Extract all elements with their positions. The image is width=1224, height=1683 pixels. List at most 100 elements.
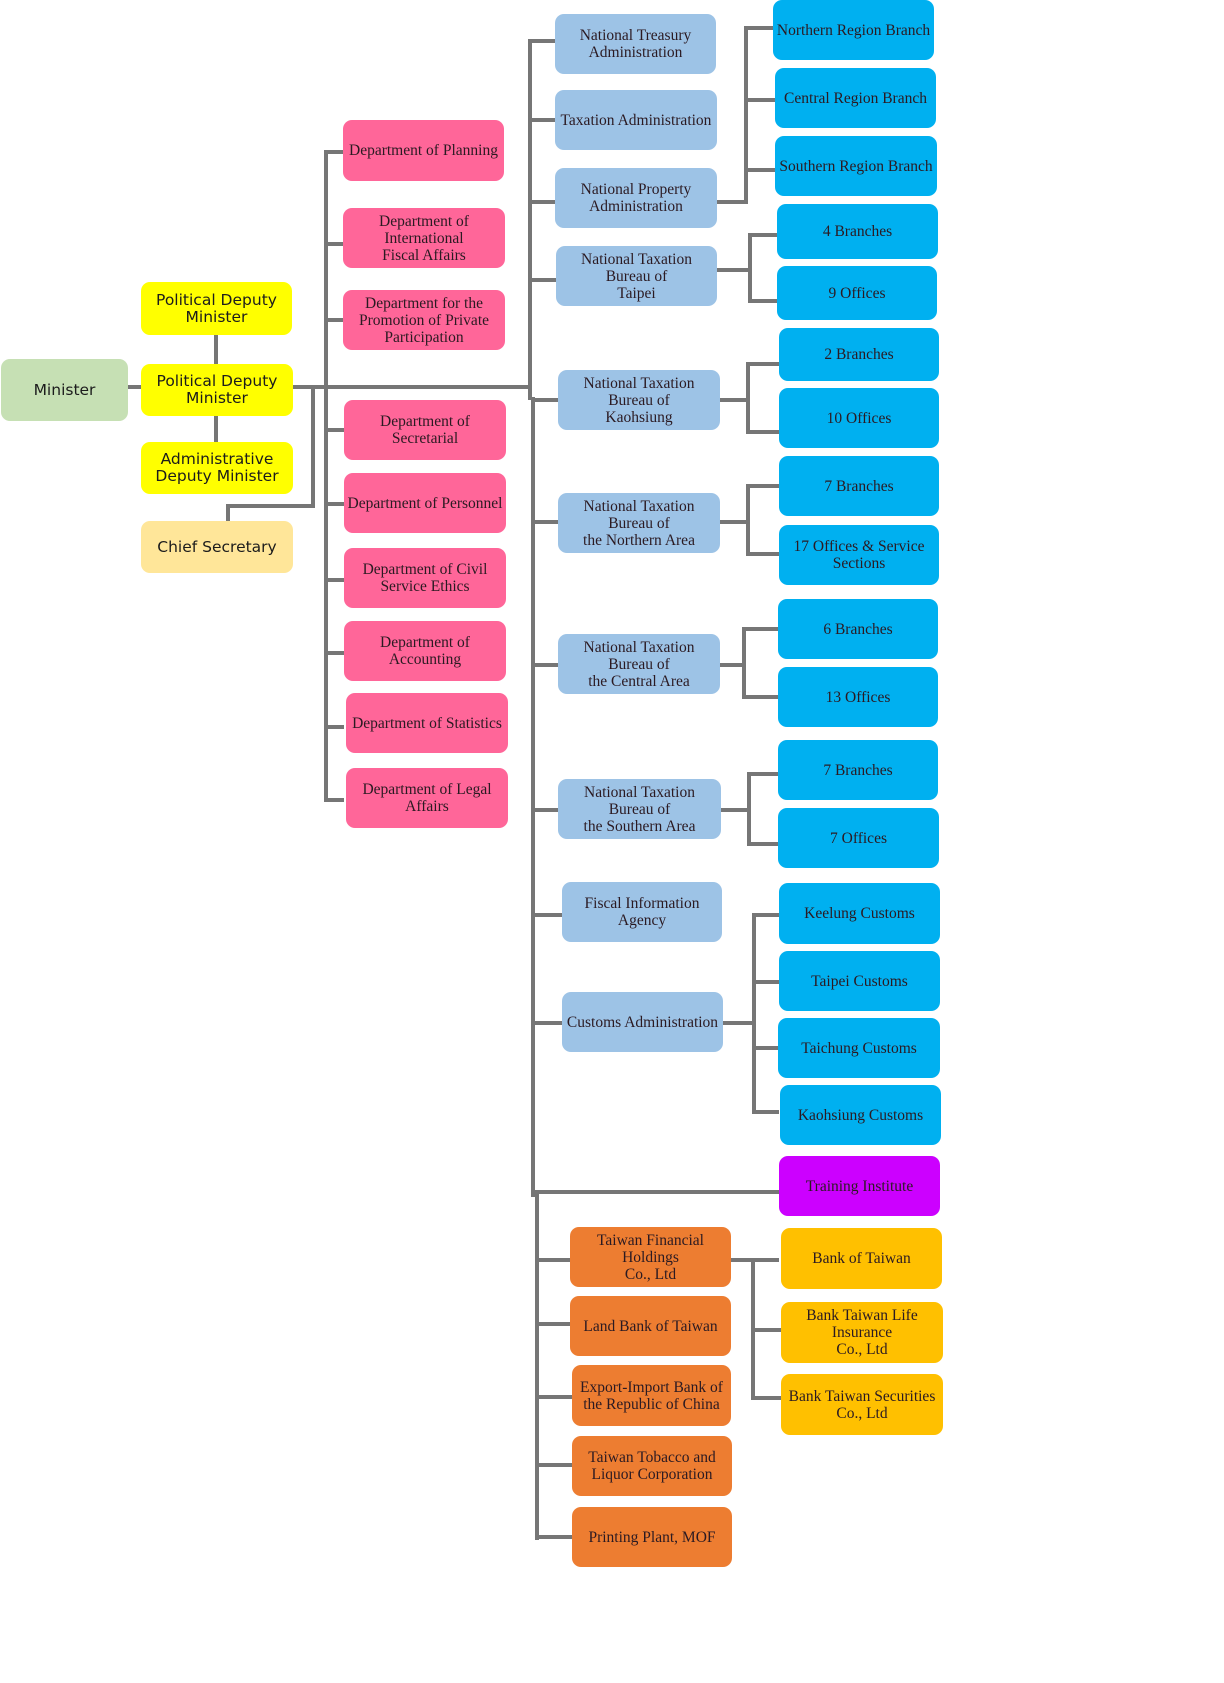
connector [324, 502, 344, 506]
connector [744, 26, 774, 30]
connector [751, 1328, 781, 1332]
department-label: Department of Accounting [380, 634, 470, 668]
agency-box: National Property Administration [555, 168, 717, 228]
connector [531, 520, 559, 524]
connector [721, 808, 751, 812]
chief-secretary-box: Chief Secretary [141, 521, 293, 573]
connector [717, 268, 750, 272]
connector [731, 1258, 779, 1262]
training-institute-label: Training Institute [805, 1177, 914, 1195]
connector [746, 484, 750, 556]
connector [747, 772, 778, 776]
subsidiary-box: Bank Taiwan Life Insurance Co., Ltd [781, 1302, 943, 1363]
department-box: Department for the Promotion of Private … [343, 290, 505, 350]
connector [528, 385, 532, 400]
connector [531, 397, 535, 1197]
subsidiary-box: Bank Taiwan Securities Co., Ltd [781, 1374, 943, 1435]
department-box: Department of Personnel [344, 473, 506, 533]
sub-unit-label: 7 Branches [823, 761, 893, 779]
connector [311, 385, 315, 507]
connector [535, 1463, 573, 1467]
sub-unit-label: 9 Offices [828, 284, 886, 302]
agency-box: Taxation Administration [555, 90, 717, 150]
connector [744, 98, 776, 102]
sub-unit-label: 7 Offices [830, 829, 887, 847]
connector [744, 26, 748, 204]
department-label: Department of Legal Affairs [362, 781, 492, 815]
subsidiary-label: Bank of Taiwan [812, 1250, 911, 1267]
sub-unit-label: 4 Branches [822, 223, 893, 240]
agency-box: Customs Administration [562, 992, 723, 1052]
connector [720, 520, 750, 524]
training-institute-box: Training Institute [779, 1156, 940, 1216]
subsidiary-box: Bank of Taiwan [781, 1228, 942, 1289]
department-label: Department of Secretarial [380, 413, 470, 447]
connector [531, 663, 559, 667]
connector [535, 1190, 539, 1540]
connector [226, 504, 230, 522]
sub-unit-label: 13 Offices [825, 688, 891, 706]
sub-unit-label: Taipei Customs [811, 972, 908, 990]
enterprise-box: Printing Plant, MOF [572, 1507, 732, 1567]
sub-unit-box: 6 Branches [778, 599, 938, 659]
connector [747, 842, 778, 846]
connector [720, 663, 746, 667]
agency-label: National Taxation Bureau of the Northern… [583, 497, 695, 549]
connector [752, 1110, 779, 1114]
connector [752, 913, 756, 1114]
agency-box: National Taxation Bureau of the Central … [558, 634, 720, 694]
subsidiary-label: Bank Taiwan Securities Co., Ltd [788, 1387, 936, 1422]
agency-label: National Taxation Bureau of Taipei [581, 250, 692, 302]
sub-unit-box: 2 Branches [779, 328, 939, 381]
connector [723, 1021, 756, 1025]
connector [324, 150, 328, 802]
connector [752, 913, 779, 917]
enterprise-label: Printing Plant, MOF [588, 1528, 716, 1546]
agency-label: National Taxation Bureau of the Southern… [583, 783, 696, 835]
enterprise-label: Export-Import Bank of the Republic of Ch… [580, 1378, 723, 1413]
department-box: Department of Secretarial [344, 400, 506, 460]
connector [528, 278, 556, 282]
connector [535, 1322, 571, 1326]
connector [531, 913, 563, 917]
connector [535, 1258, 571, 1262]
subsidiary-label: Bank Taiwan Life Insurance Co., Ltd [806, 1307, 918, 1358]
connector [720, 398, 750, 402]
connector [742, 627, 778, 631]
department-box: Department of Legal Affairs [346, 768, 508, 828]
enterprise-box: Land Bank of Taiwan [570, 1296, 731, 1356]
enterprise-box: Taiwan Tobacco and Liquor Corporation [572, 1436, 732, 1496]
connector [292, 385, 532, 389]
connector [746, 484, 779, 488]
sub-unit-label: 2 Branches [824, 346, 894, 363]
agency-box: Fiscal Information Agency [562, 882, 722, 942]
connector [531, 808, 559, 812]
agency-box: National Taxation Bureau of Kaohsiung [558, 370, 720, 430]
department-box: Department of Statistics [346, 693, 508, 753]
connector [324, 725, 344, 729]
department-box: Department of Accounting [344, 621, 506, 681]
connector [324, 242, 344, 246]
connector [748, 233, 778, 237]
connector [528, 118, 556, 122]
sub-unit-box: 7 Branches [778, 740, 938, 800]
department-label: Department of International Fiscal Affai… [379, 212, 469, 264]
agency-label: National Taxation Bureau of the Central … [583, 638, 695, 690]
minister-label: Minister [33, 380, 96, 399]
agency-label: National Property Administration [580, 181, 692, 215]
sub-unit-box: 13 Offices [778, 667, 938, 727]
connector [531, 398, 559, 402]
sub-unit-box: Northern Region Branch [773, 0, 934, 60]
connector [324, 150, 344, 154]
connector [324, 578, 344, 582]
connector [214, 416, 218, 442]
department-label: Department of Personnel [347, 494, 503, 512]
sub-unit-box: 4 Branches [777, 204, 938, 259]
connector [744, 168, 776, 172]
connector [746, 552, 779, 556]
political-deputy-minister-label: Political Deputy Minister [156, 290, 277, 326]
enterprise-label: Taiwan Tobacco and Liquor Corporation [588, 1449, 716, 1483]
sub-unit-box: 9 Offices [777, 266, 937, 320]
sub-unit-box: 17 Offices & Service Sections [779, 525, 939, 585]
connector [535, 1535, 573, 1539]
